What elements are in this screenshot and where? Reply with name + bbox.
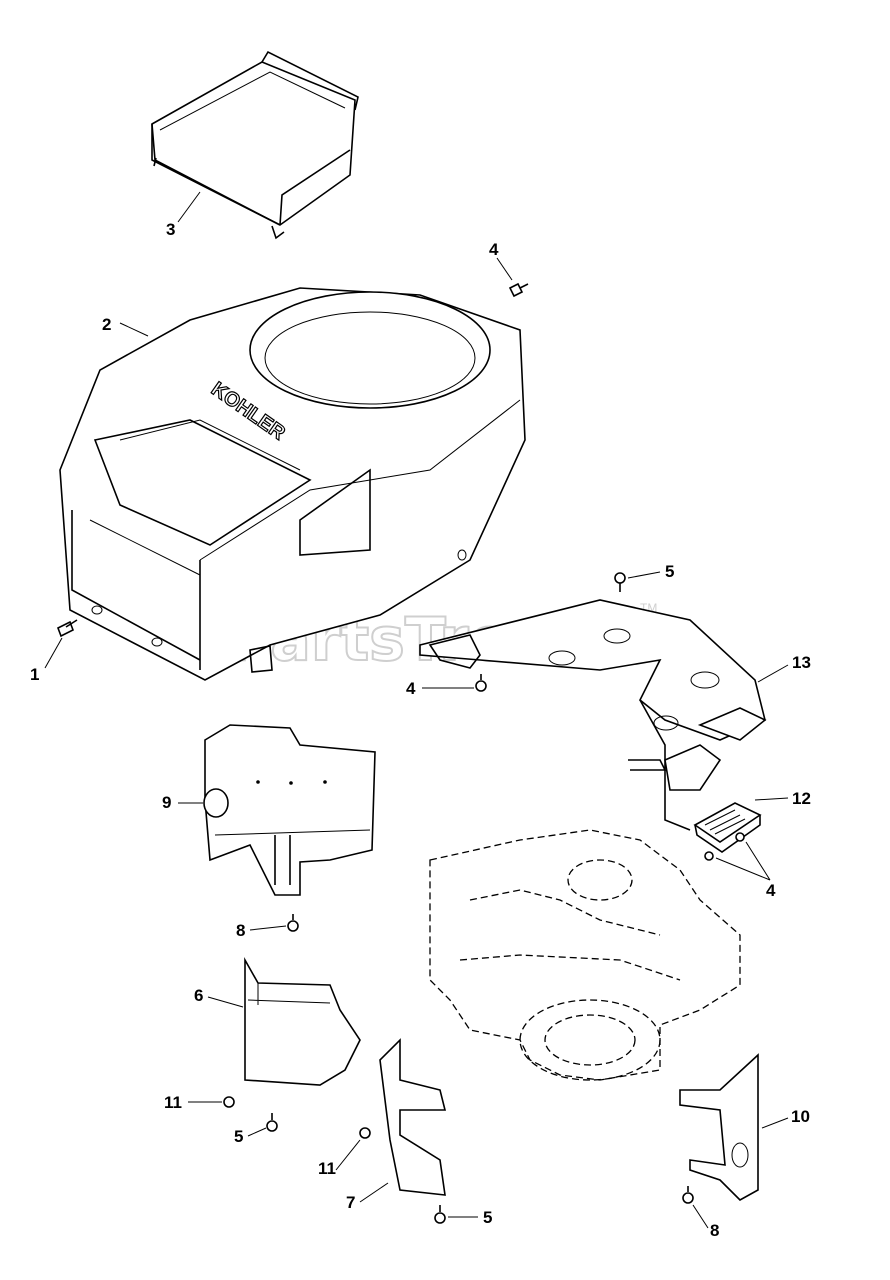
bolt-4-right[interactable] [704, 832, 745, 861]
bolt-5-left[interactable] [266, 1113, 278, 1132]
callout-11-mid: 11 [318, 1159, 336, 1178]
callout-13: 13 [792, 653, 811, 672]
part-10-bracket[interactable] [679, 1053, 759, 1201]
callout-9: 9 [162, 793, 171, 812]
callout-4-top: 4 [489, 240, 499, 259]
callout-5-bottom: 5 [483, 1208, 492, 1227]
callout-11-left: 11 [164, 1093, 182, 1112]
part-9-shield[interactable] [203, 724, 376, 896]
callout-12: 12 [792, 789, 811, 808]
callout-6: 6 [194, 986, 203, 1005]
bolt-8-right[interactable] [682, 1186, 694, 1204]
part-7-bracket[interactable] [379, 1038, 447, 1196]
part-12-rectifier-regulator[interactable] [693, 802, 762, 853]
bolt-8-left[interactable] [287, 914, 299, 932]
bolt-4-top[interactable] [508, 282, 529, 298]
callout-1: 1 [30, 665, 39, 684]
part-3-air-cleaner-cover[interactable] [151, 50, 359, 240]
callout-7: 7 [346, 1193, 355, 1212]
bolt-4-mid[interactable] [475, 674, 487, 692]
callout-4-right: 4 [766, 881, 776, 900]
bolt-1[interactable] [56, 619, 78, 638]
part-13-baffle[interactable] [419, 599, 767, 831]
callout-10: 10 [791, 1107, 810, 1126]
callout-3: 3 [166, 220, 175, 239]
bolt-11-left[interactable] [223, 1096, 235, 1108]
callout-5-top: 5 [665, 562, 674, 581]
callout-5-left: 5 [234, 1127, 243, 1146]
callout-2: 2 [102, 315, 111, 334]
callout-8-left: 8 [236, 921, 245, 940]
callout-8-right: 8 [710, 1221, 719, 1240]
engine-outline [429, 829, 741, 1081]
part-2-blower-housing[interactable]: KOHLER [59, 287, 526, 681]
bolt-11-mid[interactable] [359, 1127, 371, 1139]
callout-4-mid: 4 [406, 679, 416, 698]
bolt-5-bottom[interactable] [434, 1205, 446, 1224]
part-6-shield[interactable] [244, 956, 361, 1086]
bolt-5-top[interactable] [614, 572, 626, 592]
leader-lines [44, 191, 789, 1229]
